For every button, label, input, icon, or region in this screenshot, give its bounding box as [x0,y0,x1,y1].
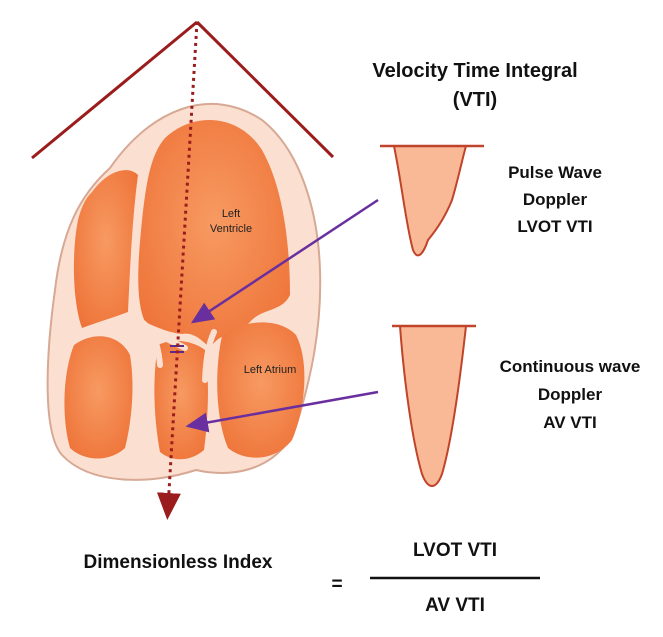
left-ventricle-chamber [138,119,290,348]
pw-label-line3: LVOT VTI [517,217,592,236]
title-line1: Velocity Time Integral [372,60,577,82]
right-ventricle-chamber [73,170,138,328]
atrium-label: Left Atrium [244,364,297,376]
lvot-region [154,340,208,460]
pw-label-line2: Doppler [523,190,588,209]
equals-sign: = [331,574,342,595]
pulse-wave-waveform [380,144,484,257]
left-atrium-chamber [217,322,305,458]
probe-sector [31,20,335,160]
sector-right-line [195,20,335,159]
ventricle-label-line2: Ventricle [210,223,252,235]
pw-label-line1: Pulse Wave [508,163,602,182]
sector-left-line [31,20,198,160]
title-line2: (VTI) [453,89,497,111]
ventricle-label-line1: Left [222,208,240,220]
cw-label-line1: Continuous wave [500,357,641,376]
cw-arrow [185,390,379,433]
numerator-lvot-vti: LVOT VTI [413,540,497,561]
pw-arrow [190,198,379,324]
dimensionless-index-label: Dimensionless Index [83,552,272,573]
cw-label-line3: AV VTI [543,413,597,432]
cw-label-line2: Doppler [538,385,603,404]
continuous-wave-waveform [392,324,476,487]
right-atrium-chamber [64,336,133,459]
denominator-av-vti: AV VTI [425,595,485,616]
